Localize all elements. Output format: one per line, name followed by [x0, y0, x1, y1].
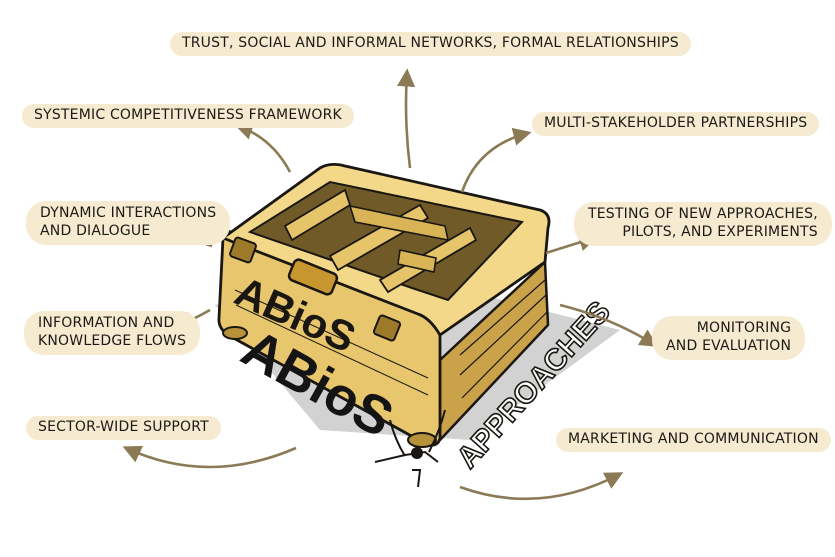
- arrow-multi: [460, 127, 532, 193]
- arrow-sector: [122, 445, 297, 469]
- label-monitoring-evaluation: MONITORING AND EVALUATION: [652, 316, 806, 360]
- label-sector-wide-support: SECTOR-WIDE SUPPORT: [26, 416, 221, 440]
- box-handle: [287, 258, 339, 296]
- stick-figure: [374, 409, 446, 488]
- label-information-flows: INFORMATION AND KNOWLEDGE FLOWS: [24, 311, 201, 355]
- label-systemic-competitiveness: SYSTEMIC COMPETITIVENESS FRAMEWORK: [22, 104, 354, 128]
- arrow-systemic: [234, 122, 292, 173]
- latch-right: [372, 314, 402, 342]
- latch-left: [229, 236, 257, 264]
- arrow-trust: [397, 68, 416, 169]
- label-multi-stakeholder: MULTI-STAKEHOLDER PARTNERSHIPS: [532, 112, 820, 136]
- label-marketing-communication: MARKETING AND COMMUNICATION: [556, 428, 831, 452]
- label-testing-approaches: TESTING OF NEW APPROACHES, PILOTS, AND E…: [574, 202, 832, 246]
- label-trust-networks: TRUST, SOCIAL AND INFORMAL NETWORKS, FOR…: [170, 32, 691, 56]
- arrow-marketing: [459, 472, 624, 501]
- arrow-monitoring: [559, 303, 659, 347]
- label-dynamic-interactions: DYNAMIC INTERACTIONS AND DIALOGUE: [26, 201, 231, 245]
